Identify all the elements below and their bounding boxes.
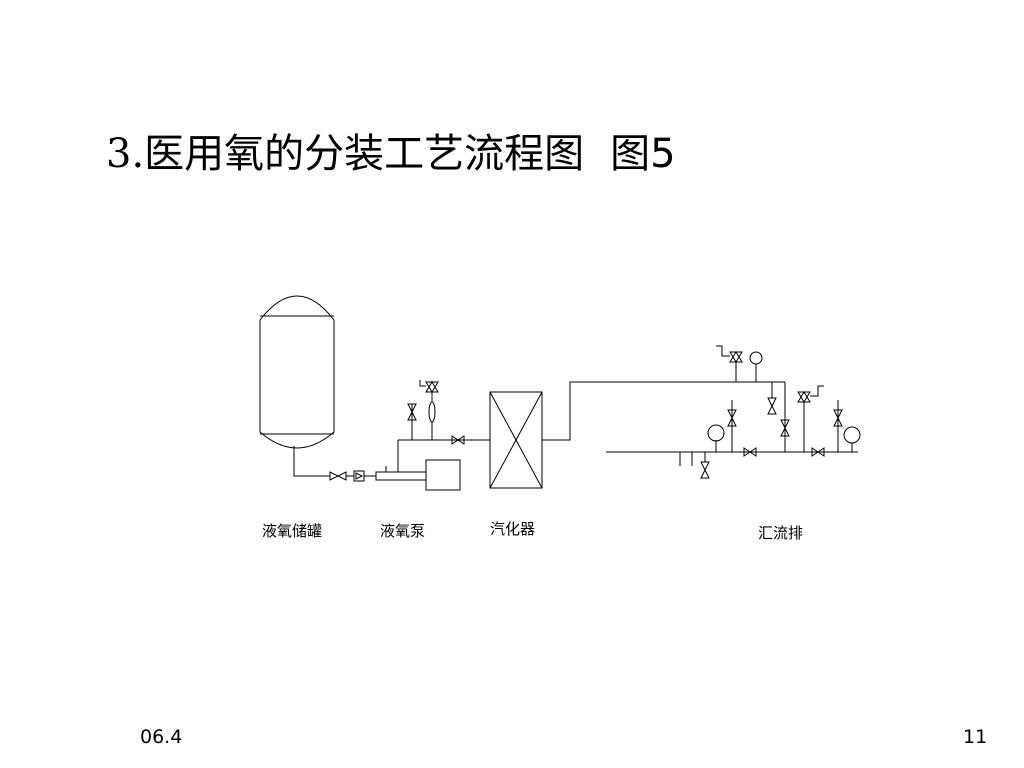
slide-title: 3.医用氧的分装工艺流程图图5	[106, 124, 676, 184]
page-number: 11	[963, 726, 988, 748]
title-text: 3.医用氧的分装工艺流程图	[106, 131, 585, 177]
junction-valve-icon	[780, 419, 790, 437]
storage-tank-vessel	[259, 295, 335, 449]
label-manifold: 汇流排	[758, 524, 803, 542]
branch-valve-icon	[727, 409, 737, 427]
pressure-gauge-icon	[749, 351, 763, 365]
gate-valve-icon	[329, 471, 347, 481]
safety-valve-icon	[419, 380, 439, 393]
right-safety-valve-icon	[797, 385, 824, 403]
pressure-gauge-icon	[707, 424, 725, 442]
right-header-valve-icon	[811, 447, 825, 457]
footer-date: 06.4	[140, 726, 183, 748]
pump-motor	[425, 459, 461, 491]
figure-label: 图5	[610, 131, 676, 177]
check-valve-icon	[353, 470, 365, 482]
relief-valve-branch-valve-icon	[407, 403, 417, 421]
thermometer-icon	[428, 401, 436, 423]
pressure-gauge-icon	[843, 426, 861, 444]
drain-valve-icon	[700, 461, 710, 479]
label-tank: 液氧储罐	[262, 522, 322, 540]
label-pump: 液氧泵	[380, 522, 425, 540]
tank-outlet-pipe	[293, 446, 330, 477]
header-valve-icon	[743, 447, 757, 457]
label-vaporizer: 汽化器	[490, 520, 535, 538]
vaporizer-inlet-valve-icon	[451, 435, 465, 445]
far-right-valve-icon	[833, 409, 843, 427]
manifold-safety-valve-icon	[716, 345, 743, 363]
vaporizer-outlet-pipe	[542, 381, 785, 441]
manifold-valve-icon	[767, 397, 777, 415]
pump-cylinder	[375, 471, 427, 481]
